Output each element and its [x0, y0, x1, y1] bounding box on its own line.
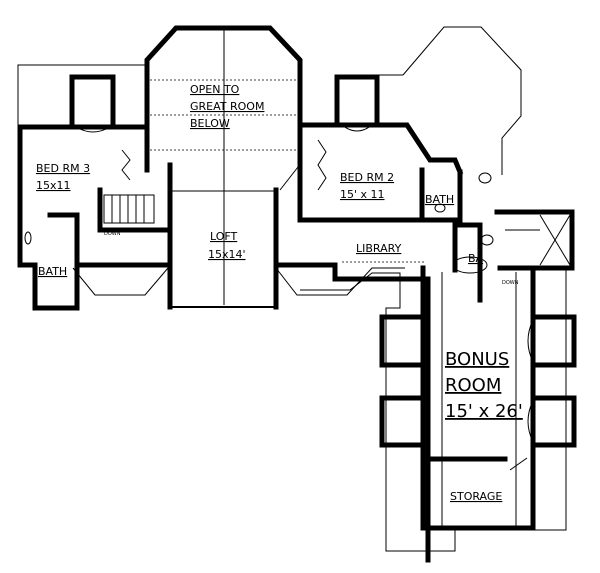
label-down-right: DOWN [502, 280, 519, 286]
loft-walls [167, 162, 431, 310]
label-down-left: DOWN [104, 231, 121, 237]
label-bed-rm-3-size: 15x11 [36, 179, 71, 192]
open-to-below-area [144, 25, 303, 305]
label-bed-rm-2: BED RM 2 [340, 171, 394, 184]
label-open-to: OPEN TO [190, 83, 240, 96]
label-bonus: BONUS [445, 349, 509, 370]
bed-room-2-walls [297, 74, 494, 563]
label-bonus-size: 15' x 26' [445, 401, 523, 422]
label-great-room: GREAT ROOM [190, 100, 264, 113]
label-below: BELOW [190, 117, 230, 130]
label-bed-rm-2-size: 15' x 11 [340, 188, 385, 201]
label-loft-size: 15x14' [208, 248, 246, 261]
label-bath-small: BA [468, 252, 484, 265]
label-loft: LOFT [210, 230, 238, 243]
label-bed-rm-3: BED RM 3 [36, 162, 90, 175]
bed-room-3-walls [17, 74, 173, 311]
bonus-room-walls [379, 265, 577, 531]
label-room: ROOM [445, 375, 501, 396]
stairs-left [103, 194, 155, 224]
label-storage: STORAGE [450, 490, 502, 503]
roof-outlines [17, 26, 567, 552]
label-bath-left: BATH [38, 265, 67, 278]
label-library: LIBRARY [356, 242, 402, 255]
label-bath-right: BATH [425, 193, 454, 206]
stairs-right [494, 209, 575, 271]
